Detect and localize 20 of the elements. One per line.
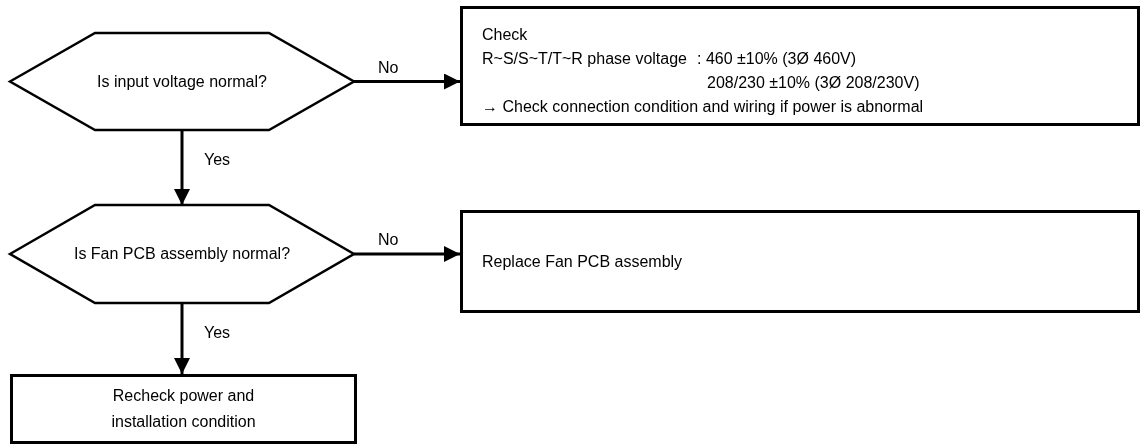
box-heading: Check	[482, 25, 528, 45]
edge-label: No	[376, 59, 401, 76]
edge-label: No	[376, 232, 401, 248]
process-box	[460, 210, 1140, 313]
decision-text: Is input voltage normal?	[97, 71, 267, 92]
edge-label: Yes	[202, 325, 233, 341]
arrow	[354, 73, 460, 90]
process-box	[460, 6, 1140, 126]
edge-label: Yes	[202, 152, 233, 168]
arrow	[354, 246, 460, 262]
box-text: 208/230 ±10% (3Ø 208/230V)	[706, 73, 920, 93]
box-text: → Check connection condition and wiring if power is abnormal	[482, 97, 924, 117]
decision-text: Is Fan PCB assembly normal?	[73, 244, 291, 264]
box-text: R~S/S~T/T~R phase voltage	[482, 49, 687, 69]
box-text: Replace Fan PCB assembly	[482, 251, 683, 272]
box-text: Recheck power and installation condition	[110, 386, 257, 432]
arrow	[174, 303, 190, 374]
process-box	[10, 374, 357, 444]
arrow	[174, 130, 190, 205]
box-text: : 460 ±10% (3Ø 460V)	[697, 49, 858, 69]
